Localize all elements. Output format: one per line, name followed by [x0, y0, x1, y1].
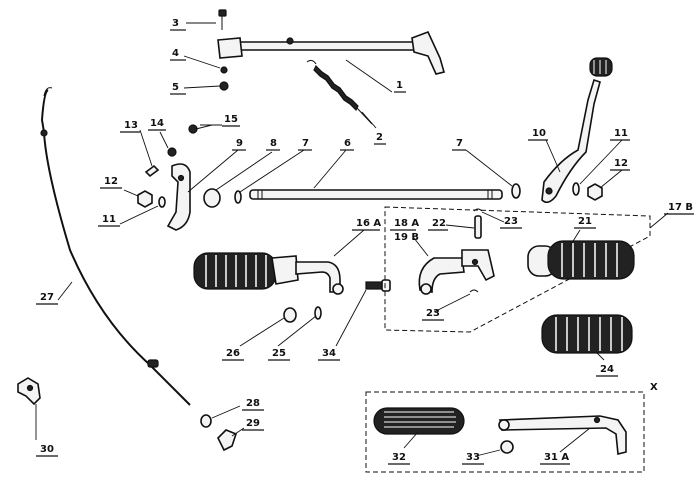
- label-part-30: 30: [40, 444, 54, 455]
- label-part-34: 34: [322, 348, 336, 359]
- label-group-x: X: [650, 382, 658, 393]
- label-part-2: 2: [376, 132, 383, 143]
- part-23-clip-upper: [473, 208, 483, 212]
- group-x-outline: [365, 391, 645, 473]
- part-12-nut-right: [587, 183, 603, 201]
- part-24-rubber: [541, 314, 633, 354]
- label-part-6: 6: [344, 138, 351, 149]
- label-part-19b: 19 B: [394, 232, 419, 243]
- label-part-32: 32: [392, 452, 406, 463]
- label-part-4: 4: [172, 48, 179, 59]
- label-part-22: 22: [432, 218, 446, 229]
- part-13-screw: [144, 164, 160, 178]
- label-part-9: 9: [236, 138, 243, 149]
- part-5-nut: [219, 81, 229, 91]
- label-part-14: 14: [150, 118, 164, 129]
- label-part-10: 10: [532, 128, 546, 139]
- label-part-29: 29: [246, 418, 260, 429]
- label-part-12-right: 12: [614, 158, 628, 169]
- part-30-clamp: [17, 377, 41, 406]
- leader-lines: [35, 22, 669, 457]
- part-31a-footrest-arm: [498, 415, 627, 456]
- label-part-15: 15: [224, 114, 238, 125]
- part-22-pin: [474, 215, 482, 239]
- part-6-shaft: [249, 189, 503, 200]
- label-part-7-left: 7: [302, 138, 309, 149]
- part-2-spring: [306, 59, 373, 125]
- label-part-17b: 17 B: [668, 202, 693, 213]
- label-part-5: 5: [172, 82, 179, 93]
- part-1-brake-rod: [217, 30, 445, 75]
- label-part-7-right: 7: [456, 138, 463, 149]
- part-15-pin: [188, 124, 213, 134]
- part-11-washer-left: [158, 196, 166, 208]
- part-26-nut: [283, 307, 297, 323]
- part-29-clip: [217, 429, 237, 452]
- label-part-23-upper: 23: [504, 216, 518, 227]
- label-part-31a: 31 A: [544, 452, 569, 463]
- part-14-nipple: [167, 147, 177, 157]
- part-9-lever: [166, 163, 191, 231]
- label-part-26: 26: [226, 348, 240, 359]
- group-17b-outline: [384, 206, 651, 333]
- label-part-28: 28: [246, 398, 260, 409]
- label-part-16a: 16 A: [356, 218, 381, 229]
- part-3-bolt: [218, 9, 227, 30]
- part-23-clip-lower: [469, 289, 479, 293]
- part-27-cable: [40, 87, 191, 406]
- part-labels: 1 2 3 4 5 6 7 7 8 9 10 11 12 13 14 15 12…: [36, 18, 694, 465]
- label-part-27: 27: [40, 292, 54, 303]
- label-part-11-right: 11: [614, 128, 628, 139]
- label-part-21: 21: [578, 216, 592, 227]
- part-32-footrest-rubber: [373, 407, 465, 435]
- label-part-33: 33: [466, 452, 480, 463]
- part-33-washer: [500, 440, 514, 454]
- label-part-12-left: 12: [104, 176, 118, 187]
- label-part-13: 13: [124, 120, 138, 131]
- part-8-bushing: [203, 188, 221, 208]
- label-part-25: 25: [272, 348, 286, 359]
- label-part-23-lower: 23: [426, 308, 440, 319]
- part-28-washer: [200, 414, 212, 428]
- label-part-8: 8: [270, 138, 277, 149]
- part-18a-19b-bracket: [418, 249, 495, 295]
- part-12-nut-left: [137, 190, 153, 208]
- part-11-washer-right: [572, 182, 580, 196]
- part-25-washer: [314, 306, 322, 320]
- part-7-ring-left: [234, 190, 242, 204]
- part-16a-footrest: [193, 252, 344, 295]
- label-part-18a: 18 A: [394, 218, 419, 229]
- part-34-bolt: [365, 279, 391, 292]
- part-10-pedal: [541, 57, 613, 204]
- part-21-footrest-rubber: [527, 240, 635, 280]
- label-part-24: 24: [600, 364, 614, 375]
- label-part-3: 3: [172, 18, 179, 29]
- part-7-ring-right: [511, 183, 521, 199]
- label-part-1: 1: [396, 80, 403, 91]
- label-part-11-left: 11: [102, 214, 116, 225]
- part-4-washer: [220, 66, 228, 74]
